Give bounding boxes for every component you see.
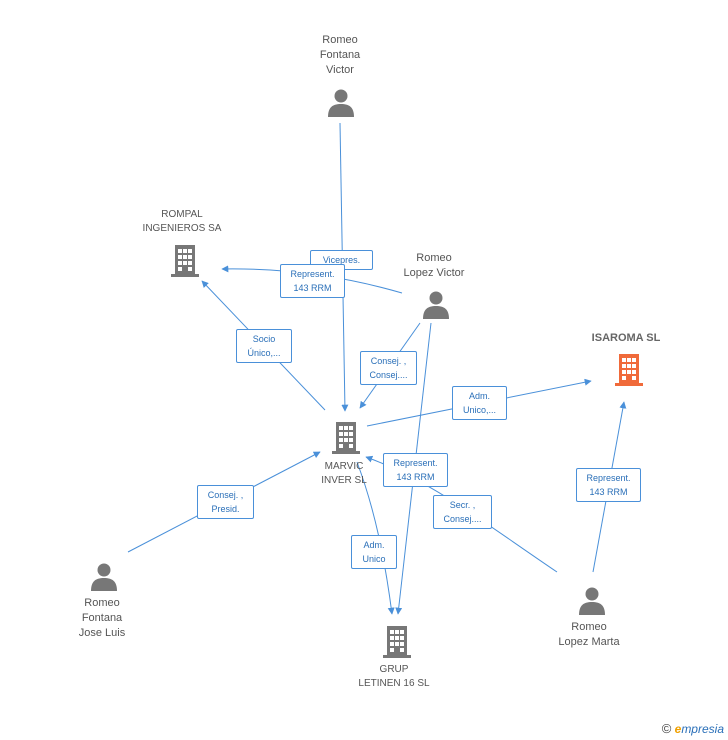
label-line: LETINEN 16 SL <box>358 678 430 689</box>
edge-label-line: Unico,... <box>462 405 496 415</box>
edge-label-line: 143 RRM <box>396 472 435 482</box>
edge-label-line: Único,... <box>247 348 281 358</box>
person-icon[interactable] <box>578 586 606 616</box>
node-label-romeo-fontana-victor: Romeo Fontana Victor <box>290 33 390 78</box>
edge-label-line: Adm. <box>363 540 385 550</box>
label-line: ROMPAL <box>161 209 203 220</box>
label-line: Romeo <box>416 252 452 264</box>
node-label-romeo-lopez-victor: Romeo Lopez Victor <box>384 251 484 281</box>
copyright-symbol: © <box>661 721 672 736</box>
brand-initial: e <box>674 722 682 736</box>
label-line: MARVIC <box>324 461 364 472</box>
building-icon[interactable] <box>169 243 201 277</box>
edge-label-adm-unico[interactable]: Adm. Unico <box>351 535 397 569</box>
person-icon[interactable] <box>327 88 355 118</box>
label-line: Fontana <box>319 49 361 61</box>
building-icon[interactable] <box>613 352 645 386</box>
label-line: INVER SL <box>321 475 367 486</box>
edge-label-line: 143 RRM <box>293 283 332 293</box>
edge-label-line: Presid. <box>211 504 240 514</box>
label-line: Jose Luis <box>78 627 126 639</box>
label-line: Fontana <box>81 612 123 624</box>
edge-label-represent-marvic[interactable]: Represent. 143 RRM <box>383 453 448 487</box>
edge-label-line: Consej. , <box>370 356 407 366</box>
edge-label-line: Represent. <box>393 458 438 468</box>
edge-label-line: Vicepres. <box>322 255 361 265</box>
empresia-logo: © empresia <box>662 721 724 736</box>
label-line: Victor <box>326 64 354 76</box>
node-label-grup-letinen: GRUP LETINEN 16 SL <box>344 663 444 691</box>
edge-label-consej-presid[interactable]: Consej. , Presid. <box>197 485 254 519</box>
edge-label-line: 143 RRM <box>589 487 628 497</box>
edge-label-line: Consej.... <box>369 370 408 380</box>
label-line: Romeo <box>571 621 607 633</box>
edge-label-line: Consej.... <box>443 514 482 524</box>
label-line: Lopez Marta <box>558 636 620 648</box>
label-line: Lopez Victor <box>403 267 465 279</box>
edge-label-line: Secr. , <box>449 500 476 510</box>
label-line: GRUP <box>379 664 409 675</box>
edge-label-line: Socio <box>252 334 276 344</box>
edge-label-represent-isaroma[interactable]: Represent. 143 RRM <box>576 468 641 502</box>
edge-label-line: Unico <box>362 554 386 564</box>
edge-label-secr[interactable]: Secr. , Consej.... <box>433 495 492 529</box>
node-label-marvic: MARVIC INVER SL <box>296 460 392 488</box>
building-icon[interactable] <box>330 420 362 454</box>
edge-label-line: Adm. <box>468 391 490 401</box>
edge-label-adm-isaroma[interactable]: Adm. Unico,... <box>452 386 507 420</box>
edge-label-line: Represent. <box>586 473 631 483</box>
building-icon[interactable] <box>381 624 413 658</box>
node-label-rompal: ROMPAL INGENIEROS SA <box>122 208 242 236</box>
node-label-romeo-lopez-marta: Romeo Lopez Marta <box>539 620 639 650</box>
edge-label-consej[interactable]: Consej. , Consej.... <box>360 351 417 385</box>
edge-label-socio[interactable]: Socio Único,... <box>236 329 292 363</box>
edge-label-line: Represent. <box>290 269 335 279</box>
label-line: INGENIEROS SA <box>142 223 222 234</box>
label-line: Romeo <box>84 597 120 609</box>
brand-name: mpresia <box>681 722 724 736</box>
node-label-isaroma: ISAROMA SL <box>576 331 676 346</box>
person-icon[interactable] <box>422 290 450 320</box>
label-line: Romeo <box>322 34 358 46</box>
person-icon[interactable] <box>90 562 118 592</box>
node-label-romeo-fontana-jose: Romeo Fontana Jose Luis <box>52 596 152 641</box>
edge-label-represent-rompal[interactable]: Represent. 143 RRM <box>280 264 345 298</box>
edge-label-line: Consej. , <box>207 490 244 500</box>
label-line: ISAROMA SL <box>591 332 661 344</box>
